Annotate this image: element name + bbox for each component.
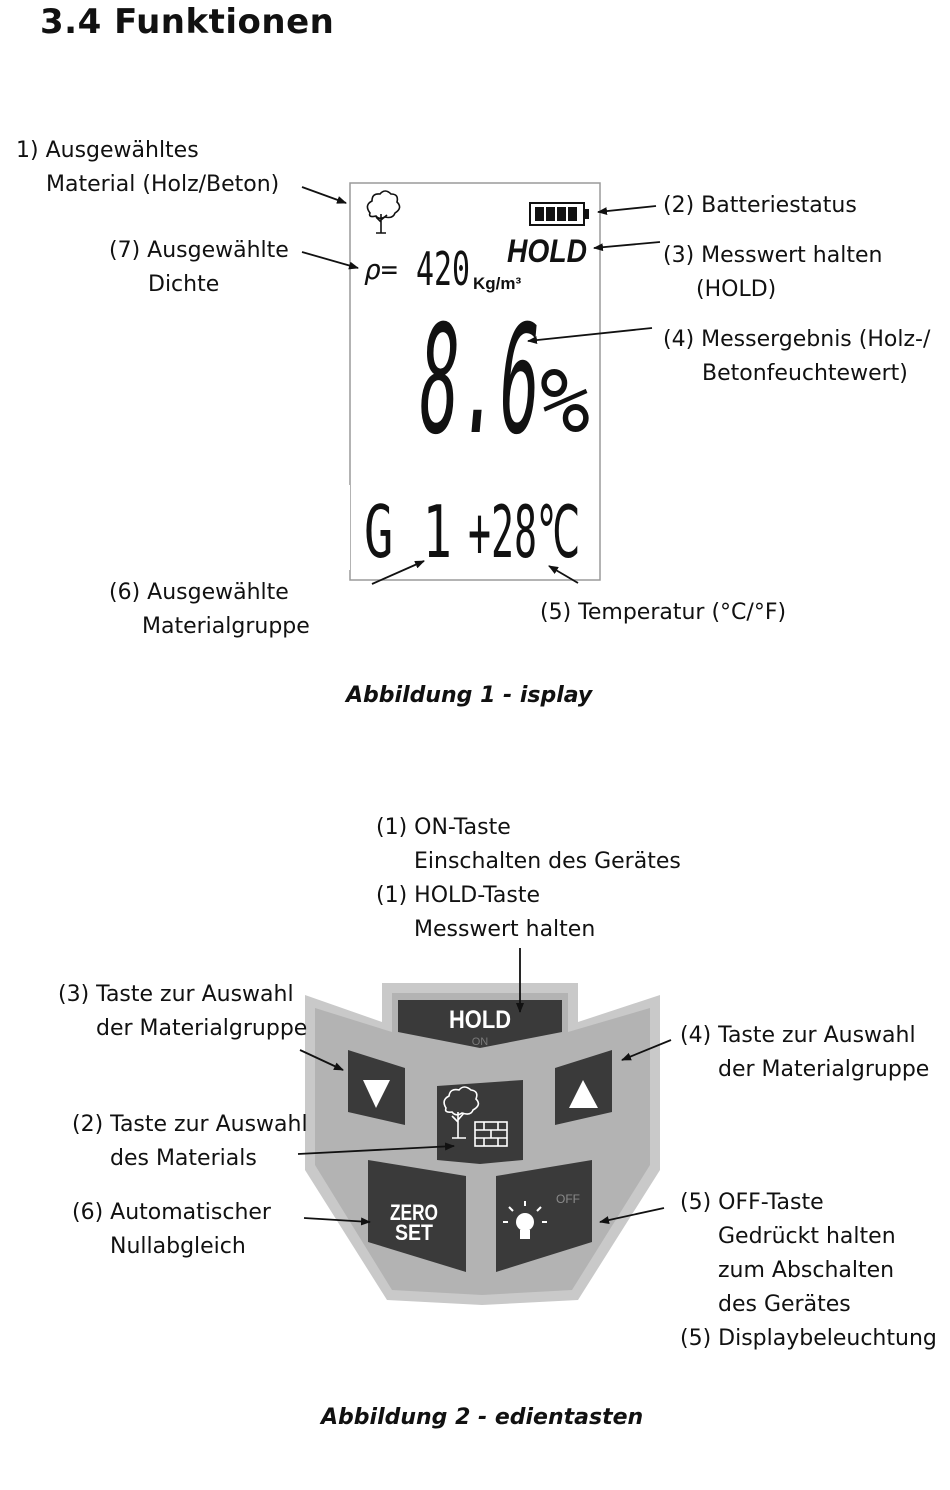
hold-indicator: HOLD: [507, 233, 587, 269]
lcd-display: [349, 182, 601, 581]
tree-icon: [366, 190, 401, 234]
label-zero-set-key: (6) Automatischer Nullabgleich: [72, 1200, 271, 1259]
section-title: 3.4 Funktionen: [40, 2, 335, 42]
group-down-key[interactable]: [348, 1050, 405, 1125]
figure-2-arrows: [297, 948, 672, 1226]
label-material-key: (2) Taste zur Auswahl des Materials: [72, 1112, 308, 1171]
label-measurement: (4) Messergebnis (Holz-/ Betonfeuchtewer…: [663, 327, 931, 386]
figure-1-caption: Abbildung 1 - isplay: [346, 683, 593, 708]
tree-brick-icon: [443, 1086, 508, 1147]
zero-set-key[interactable]: ZERO SET: [368, 1160, 466, 1272]
label-density: (7) Ausgewählte Dichte: [109, 238, 289, 297]
light-bulb-icon: [503, 1201, 547, 1239]
light-off-key[interactable]: OFF: [496, 1160, 592, 1272]
figure-2-caption: Abbildung 2 - edientasten: [321, 1405, 644, 1430]
label-material: 1) Ausgewähltes Material (Holz/Beton): [16, 138, 280, 197]
density-value: 420: [416, 242, 470, 296]
main-unit: %: [540, 349, 590, 454]
temperature-reading: +28℃: [468, 490, 580, 574]
hold-key-label: HOLD: [449, 1006, 511, 1034]
off-key-label: OFF: [556, 1192, 580, 1206]
group-up-key[interactable]: [555, 1050, 612, 1125]
battery-full-icon: [529, 202, 589, 226]
material-group: G 1: [364, 490, 452, 574]
triangle-up-icon: [569, 1080, 598, 1108]
label-material-group: (6) Ausgewählte Materialgruppe: [109, 580, 310, 639]
label-hold: (3) Messwert halten (HOLD): [663, 243, 883, 302]
label-on-hold-key: (1) ON-Taste Einschalten des Gerätes (1)…: [376, 815, 681, 942]
on-key-label: ON: [472, 1036, 489, 1048]
main-reading: 8.6: [420, 294, 540, 468]
material-key[interactable]: [437, 1080, 523, 1164]
set-key-label: SET: [395, 1220, 433, 1245]
label-off-light-key: (5) OFF-Taste Gedrückt halten zum Abscha…: [680, 1190, 937, 1351]
label-temperature: (5) Temperatur (°C/°F): [540, 600, 787, 625]
density-unit: Kg/m³: [473, 274, 522, 293]
density-prefix: ρ=: [364, 253, 398, 286]
triangle-down-icon: [363, 1080, 390, 1108]
label-group-down-key: (3) Taste zur Auswahl der Materialgruppe: [58, 982, 308, 1041]
figure-1-arrows: [301, 186, 661, 585]
zero-key-label: ZERO: [390, 1200, 438, 1225]
label-group-up-key: (4) Taste zur Auswahl der Materialgruppe: [680, 1023, 930, 1082]
label-battery: (2) Batteriestatus: [663, 193, 857, 218]
